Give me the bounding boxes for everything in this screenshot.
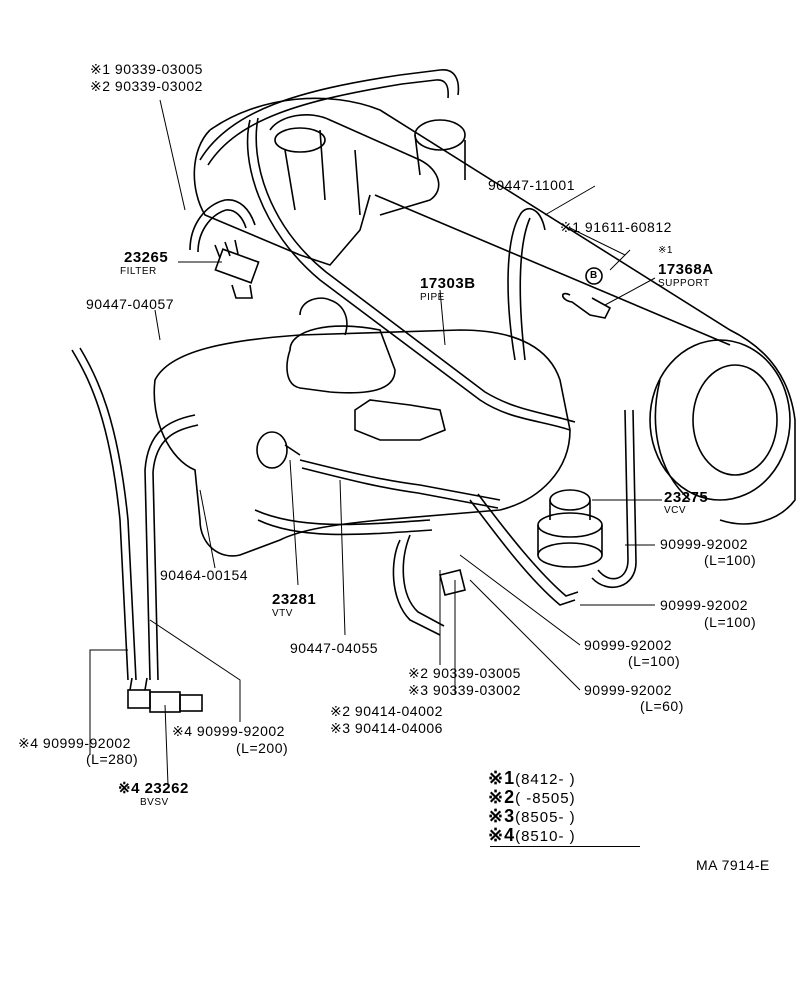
label-hose-vcv2-length: (L=100) (704, 614, 757, 630)
legend-range-3: (8505- ) (515, 809, 576, 826)
label-support-number: 17368A (658, 261, 714, 278)
legend-range-4: (8510- ) (515, 828, 576, 845)
label-hose-90447-04055: 90447-04055 (290, 640, 379, 656)
label-hose-90447-11001: 90447-11001 (488, 177, 575, 193)
vtv-valve (256, 431, 501, 509)
label-filter-number: 23265 (124, 249, 169, 266)
label-vcv-number: 23275 (664, 489, 709, 506)
label-hose-vcv2: 90999-92002 (660, 597, 749, 613)
label-p2-90414-04002: ※2 90414-04002 (330, 703, 443, 719)
label-p1-90339-03005: ※1 90339-03005 (90, 61, 203, 77)
label-vtv-number: 23281 (272, 591, 317, 608)
lower-hoses (254, 509, 466, 636)
legend-range-2: ( -8505) (515, 790, 576, 807)
legend-row-4: ※4(8510- ) (488, 825, 576, 846)
label-p2-90339-03005: ※2 90339-03005 (408, 665, 521, 681)
hose-l280 (71, 347, 199, 681)
legend-row-3: ※3(8505- ) (488, 806, 576, 827)
vcv-valve (537, 489, 603, 568)
hose-11001 (507, 207, 546, 361)
b-marker-circle (585, 267, 603, 285)
legend-row-1: ※1(8412- ) (488, 768, 576, 789)
label-pipe-name: PIPE (420, 292, 445, 303)
label-hose-d-length: (L=60) (640, 698, 684, 714)
label-filter-name: FILTER (120, 266, 157, 277)
label-vcv-name: VCV (664, 505, 687, 516)
label-pipe-number: 17303B (420, 275, 476, 292)
upper-hoses (189, 69, 576, 431)
label-bvsv-number: ※4 23262 (118, 780, 189, 797)
label-hose-d: 90999-92002 (584, 682, 673, 698)
label-p3-90414-04006: ※3 90414-04006 (330, 720, 443, 736)
legend-range-1: (8412- ) (515, 771, 576, 788)
label-hose-c: 90999-92002 (584, 637, 673, 653)
label-hose-l200-length: (L=200) (236, 740, 289, 756)
filter-23265 (214, 239, 260, 299)
label-support-name: SUPPORT (658, 278, 710, 289)
label-hose-vcv1: 90999-92002 (660, 536, 749, 552)
legend-mark-4: ※4 (488, 825, 516, 845)
leader-lines (89, 99, 662, 786)
label-bvsv-name: BVSV (140, 797, 169, 808)
label-p3-90339-03002: ※3 90339-03002 (408, 682, 521, 698)
legend-row-2: ※2( -8505) (488, 787, 576, 808)
label-clip-91611-60812: ※1 91611-60812 (560, 219, 672, 235)
label-hose-90447-04057: 90447-04057 (86, 296, 175, 312)
label-reference-code: MA 7914-E (696, 857, 770, 873)
vcv-hoses (469, 409, 637, 606)
label-hose-l280-length: (L=280) (86, 751, 139, 767)
label-hose-vcv1-length: (L=100) (704, 552, 757, 568)
label-circle-b: B (590, 270, 598, 281)
legend-mark-3: ※3 (488, 806, 516, 826)
carburetor-body (269, 114, 466, 216)
label-hose-l280: ※4 90999-92002 (18, 735, 131, 751)
label-support-mark: ※1 (658, 245, 673, 256)
support-bracket (561, 292, 612, 319)
legend-mark-1: ※1 (488, 768, 516, 788)
label-hose-l200: ※4 90999-92002 (172, 723, 285, 739)
label-vtv-name: VTV (272, 608, 293, 619)
label-hose-c-length: (L=100) (628, 653, 681, 669)
legend-underline (490, 846, 640, 847)
intake-manifold (153, 297, 571, 557)
label-clip-90464-00154: 90464-00154 (160, 567, 249, 583)
legend-mark-2: ※2 (488, 787, 516, 807)
label-p2-90339-03002: ※2 90339-03002 (90, 78, 203, 94)
